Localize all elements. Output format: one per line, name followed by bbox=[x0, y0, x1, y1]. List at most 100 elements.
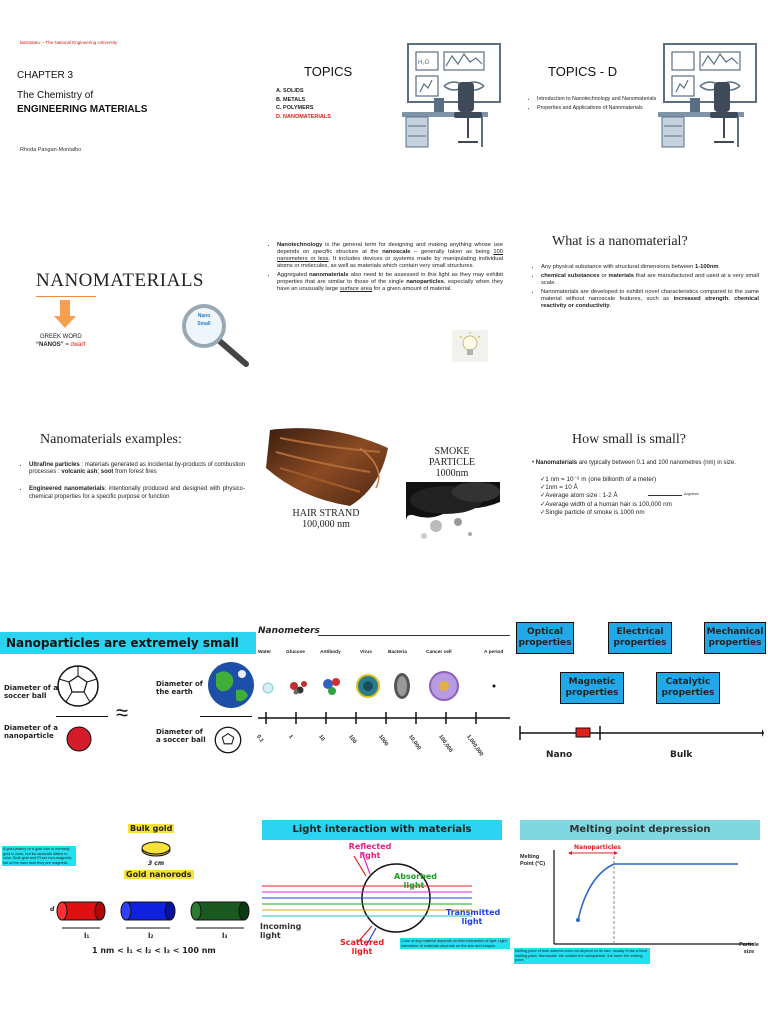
slide-nanotechnology-definition: Nanotechnology is the general term for d… bbox=[256, 220, 512, 380]
nano-label: Nano bbox=[546, 750, 573, 760]
slide-light-interaction: Light interaction with materials Reflect… bbox=[256, 820, 512, 980]
how-small-intro: • Nanomaterials are typically between 0.… bbox=[532, 460, 736, 466]
topic-item: B. METALS bbox=[276, 96, 306, 103]
prop-catalytic: Catalytic properties bbox=[656, 672, 720, 704]
university-name: BatStateU – The National Engineering Uni… bbox=[20, 40, 118, 45]
smoke-size: 1000nm bbox=[435, 468, 469, 479]
slide-nanomaterials-examples: Nanomaterials examples: Ultrafine partic… bbox=[0, 420, 256, 580]
text-run: – generally taken as being bbox=[410, 249, 494, 255]
topics-list: A. SOLIDS B. METALS C. POLYMERS D. NANOM… bbox=[276, 87, 331, 121]
item-bacteria: Bacteria bbox=[388, 650, 407, 655]
chapter-title-line2: ENGINEERING MATERIALS bbox=[17, 104, 148, 115]
red-nanorod bbox=[56, 901, 106, 921]
how-small-title: How small is small? bbox=[572, 432, 686, 447]
gold-coin-icon bbox=[140, 840, 172, 858]
virus-icon bbox=[356, 674, 380, 698]
item-antibody: Antibody bbox=[320, 650, 341, 655]
underlined-run: surface area bbox=[339, 286, 373, 292]
light-diagram bbox=[262, 846, 506, 956]
tick-label: 100 bbox=[347, 734, 358, 745]
what-is-bullets: Any physical substance with structural d… bbox=[532, 264, 759, 312]
transmitted-label: Transmitted light bbox=[446, 908, 501, 926]
bold-run: chemical substances bbox=[541, 273, 600, 279]
text-run: is the general term for designing and ma… bbox=[277, 242, 503, 255]
check-item: ✓1 nm = 10⁻⁹ m (one billionth of a meter… bbox=[540, 476, 657, 483]
text-run: are typically between 0.1 and 100 nanome… bbox=[577, 460, 736, 466]
slide-what-is-nanomaterial: What is a nanomaterial? Any physical sub… bbox=[512, 220, 768, 380]
text-run: . It includes devices or systems made by… bbox=[277, 256, 503, 269]
chapter-label: CHAPTER 3 bbox=[17, 70, 74, 81]
slide-topics: TOPICS A. SOLIDS B. METALS C. POLYMERS D… bbox=[256, 20, 512, 180]
bold-run: 1-100nm bbox=[695, 264, 719, 270]
examples-bullets: Ultrafine particles : materials generate… bbox=[20, 462, 245, 503]
slide-topics-d: TOPICS - D Introduction to Nanotechnolog… bbox=[512, 20, 768, 180]
slide-properties: Optical properties Electrical properties… bbox=[512, 620, 768, 780]
nanorods-illustration bbox=[52, 894, 256, 934]
lens-line2: Small bbox=[197, 321, 211, 327]
topic-item: C. POLYMERS bbox=[276, 105, 314, 111]
green-nanorod bbox=[190, 901, 250, 921]
melting-note: Melting point of bulk material does not … bbox=[514, 948, 650, 964]
chapter-title-line1: The Chemistry of bbox=[17, 90, 94, 101]
nanos-definition: “NANOS” = dwarf bbox=[36, 342, 85, 348]
bullet-characteristics: Nanomaterials are developed to exhibit n… bbox=[541, 289, 759, 310]
text-run: ; bbox=[97, 469, 101, 476]
aggregated-paragraph: Aggregated nanomaterials also need to be… bbox=[277, 272, 503, 293]
bullet-definition: Any physical substance with structural d… bbox=[541, 264, 759, 271]
melting-xlabel: Particle size bbox=[739, 942, 759, 955]
melting-curve-plot bbox=[548, 848, 760, 948]
check-item-text: Average atom size : 1-2 Å bbox=[545, 492, 618, 500]
soccer-ball-icon bbox=[56, 664, 100, 708]
nanomaterials-title: NANOMATERIALS bbox=[36, 270, 204, 291]
text-run: : intentionally produced and designed wi… bbox=[29, 486, 245, 500]
size-inequality: 1 nm < l₁ < l₂ < l₃ < 100 nm bbox=[92, 946, 216, 955]
hair-label: HAIR STRAND bbox=[292, 508, 360, 519]
lightbulb-icon bbox=[452, 330, 488, 362]
title-underline bbox=[36, 296, 96, 297]
slide-how-small: How small is small? • Nanomaterials are … bbox=[512, 420, 768, 580]
incoming-label: Incoming light bbox=[260, 922, 302, 940]
scale-axis bbox=[256, 712, 512, 724]
angstrom-line bbox=[648, 495, 682, 496]
bold-run: increased strength bbox=[673, 296, 729, 302]
melting-banner: Melting point depression bbox=[520, 820, 760, 840]
smoke-label: SMOKE bbox=[434, 446, 470, 457]
topics-d-item: Introduction to Nanotechnology and Nanom… bbox=[537, 96, 667, 103]
check-item: ✓Single particle of smoke is 1000 nm bbox=[540, 508, 645, 516]
hair-image bbox=[260, 428, 392, 508]
light-note: Color of any material depends on their i… bbox=[400, 938, 510, 950]
slide-gold-nanorods: A gold jewelry or a gold coin is normall… bbox=[0, 820, 256, 980]
nanos-word: “NANOS” bbox=[36, 342, 64, 348]
hair-caption: HAIR STRAND 100,000 nm bbox=[260, 508, 392, 530]
check-item: ✓Average atom size : 1-2 Å bbox=[540, 492, 618, 500]
item-virus: Virus bbox=[360, 650, 372, 655]
prop-mechanical: Mechanical properties bbox=[704, 622, 766, 654]
topic-item-highlighted: D. NANOMATERIALS bbox=[276, 113, 331, 120]
bold-run: Nanomaterials bbox=[535, 460, 578, 466]
check-item-text: 1nm = 10 Å bbox=[545, 484, 578, 492]
topic-item: A. SOLIDS bbox=[276, 88, 304, 94]
label-earth: Diameter of the earth bbox=[156, 680, 203, 696]
text-run: , especially when they have an unusually… bbox=[277, 279, 503, 292]
rod-l1-label: l₁ bbox=[84, 932, 90, 940]
nanotech-paragraph: Nanotechnology is the general term for d… bbox=[277, 242, 503, 270]
divider-left bbox=[56, 716, 108, 717]
earth-icon bbox=[206, 660, 256, 710]
term-nanoscale: nanoscale bbox=[382, 249, 411, 255]
term-nanomaterials: nanomaterials bbox=[309, 272, 349, 278]
angstrom-note: Angstrom bbox=[684, 492, 699, 496]
bulk-gold-label: Bulk gold bbox=[128, 824, 175, 833]
prop-electrical: Electrical properties bbox=[608, 622, 672, 654]
text-run: . bbox=[609, 303, 612, 309]
dwarf-word: dwarf bbox=[70, 342, 86, 348]
rod-d-label: d bbox=[50, 906, 55, 913]
slide-extremely-small: Nanoparticles are extremely small Diamet… bbox=[0, 620, 256, 780]
topics-d-list: Introduction to Nanotechnology and Nanom… bbox=[528, 96, 667, 114]
extremely-small-banner: Nanoparticles are extremely small bbox=[0, 632, 256, 654]
bold-run: chemical reactivity or conductivity bbox=[541, 296, 759, 309]
glucose-molecule-icon bbox=[290, 681, 307, 695]
lens-line1: Nano bbox=[197, 313, 211, 319]
bold-run: volcanic ash bbox=[61, 469, 98, 476]
tick-label: 10 bbox=[317, 734, 326, 743]
bulk-label: Bulk bbox=[670, 750, 693, 760]
